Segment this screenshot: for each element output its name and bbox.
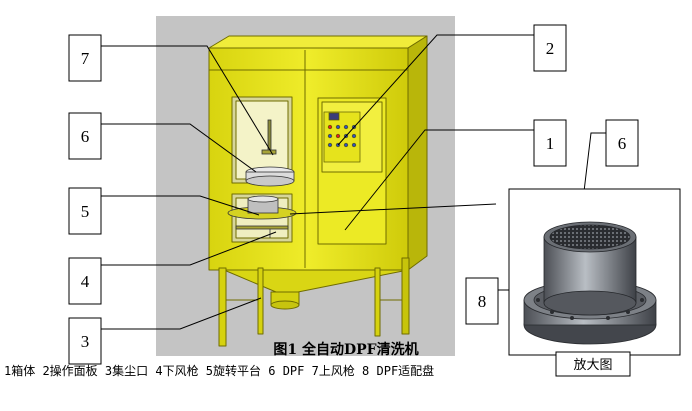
callout-6: 6: [68, 112, 102, 160]
leader-2: [337, 34, 534, 146]
callout-7: 7: [68, 34, 102, 82]
leader-6: [101, 123, 257, 173]
svg-text:6: 6: [81, 127, 90, 146]
adapter-bolts: [536, 298, 644, 320]
inset-label: 放大图: [573, 358, 612, 373]
callout-2: 2: [533, 24, 567, 72]
callout-8: 8: [465, 277, 499, 325]
leader-1: [344, 129, 534, 231]
callout-boxes: 7 6 5 4 3 2 1 6: [68, 24, 639, 365]
callout-4: 4: [68, 257, 102, 305]
leader-7: [101, 45, 274, 156]
callout-5: 5: [68, 187, 102, 235]
dpf-filter: [543, 221, 637, 316]
machine-interior: [227, 119, 297, 238]
dpf-mesh-face: [549, 224, 631, 250]
callout-1: 1: [533, 119, 567, 167]
callout-3: 3: [68, 317, 102, 365]
svg-text:4: 4: [81, 272, 90, 291]
svg-text:3: 3: [81, 332, 90, 351]
callout-6-inset: 6: [605, 119, 639, 167]
leader-5: [101, 195, 260, 216]
leader-inset: [289, 203, 497, 215]
panel-screen: [328, 112, 340, 121]
svg-text:8: 8: [478, 292, 487, 311]
leader-3: [101, 297, 262, 330]
svg-text:6: 6: [618, 134, 627, 153]
figure-legend: 1箱体 2操作面板 3集尘口 4下风枪 5旋转平台 6 DPF 7上风枪 8 D…: [4, 364, 435, 378]
leader-4: [101, 231, 277, 266]
svg-text:7: 7: [81, 49, 90, 68]
svg-text:2: 2: [546, 39, 555, 58]
operation-panel: [323, 111, 361, 163]
lower-air-gun: [235, 225, 289, 230]
figure-title: 图1 全自动DPF清洗机: [273, 342, 419, 358]
inset-enlarged-view: 放大图: [508, 188, 681, 377]
svg-text:5: 5: [81, 202, 90, 221]
svg-text:1: 1: [546, 134, 555, 153]
